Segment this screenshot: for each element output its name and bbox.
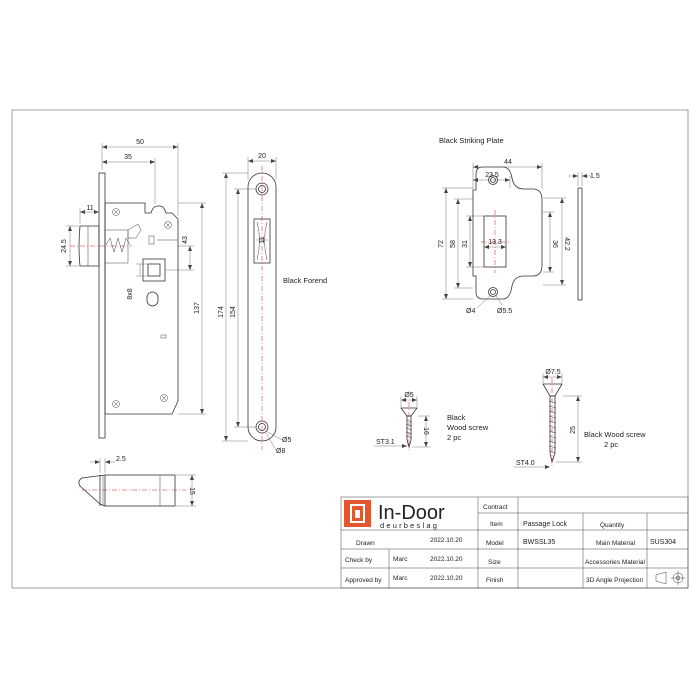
dim-strike-width: 44 — [504, 159, 512, 166]
dim-forend-hole: Ø5 — [282, 437, 291, 444]
tb-drawn-date: 2022.10.20 — [430, 537, 463, 544]
tb-contract-label: Contract — [483, 504, 508, 511]
dim-small-screw-thread: ST3.1 — [376, 439, 395, 446]
dim-strike-right-42: 42.2 — [563, 237, 570, 251]
dim-spindle: 8x8 — [127, 288, 134, 299]
dim-strike-slot-height: 31 — [462, 240, 469, 248]
tb-size-label: Size — [488, 559, 501, 566]
tb-projection-label: 3D Angle Projection — [586, 577, 643, 584]
dim-latch-height: 24.5 — [61, 239, 68, 253]
dim-small-screw-head: Ø5 — [404, 392, 413, 399]
tb-check-label: Check by — [345, 557, 373, 564]
spindle-follower — [142, 258, 166, 282]
tb-model-value: BWSSL35 — [523, 539, 555, 546]
small-screw-label-2: Wood screw — [447, 423, 489, 432]
dim-strike-half-width: 23.5 — [485, 172, 499, 179]
dim-strike-height: 72 — [438, 240, 445, 248]
large-screw-label-2: 2 pc — [604, 440, 618, 449]
tb-item-label: Item — [490, 521, 503, 528]
dim-body-height: 137 — [194, 302, 201, 314]
tb-main-material-value: SUS304 — [650, 539, 676, 546]
large-screw-head — [542, 383, 563, 397]
dim-forend-countersink: Ø8 — [276, 448, 285, 455]
lock-forend-strip — [98, 172, 106, 439]
tb-model-label: Model — [486, 540, 504, 547]
dim-forend-slot: 11 — [259, 236, 266, 243]
tb-approved-name: Marc — [393, 575, 408, 582]
dim-latch-throw: 11 — [86, 205, 93, 212]
latch-spring — [105, 237, 131, 253]
large-screw-shank — [549, 395, 556, 464]
tb-quantity-label: Quantity — [600, 522, 625, 529]
dim-strike-hole: Ø4 — [466, 308, 475, 315]
forend-latch-slot — [253, 218, 271, 264]
dim-small-screw-length: 16 — [422, 427, 429, 435]
forend-view: 20 11 174 154 Ø5 Ø8 Black Forend — [218, 153, 327, 455]
dim-large-screw-thread: ST4.0 — [516, 460, 535, 467]
tb-approved-date: 2022.10.20 — [430, 575, 463, 582]
small-screw-label-3: 2 pc — [447, 433, 461, 442]
dim-strike-slot-width: 13.3 — [488, 239, 502, 246]
logo-subtitle: deurbeslag — [380, 521, 439, 530]
tb-check-name: Marc — [393, 556, 408, 563]
forend-label: Black Forend — [283, 276, 327, 285]
tb-approved-label: Approved by — [345, 577, 382, 584]
projection-symbol-icon — [655, 571, 685, 585]
lock-case — [104, 202, 179, 415]
tb-finish-label: Finish — [486, 577, 504, 584]
dim-strike-right-36: 36 — [551, 240, 558, 248]
dim-latch-side-height: 15 — [188, 487, 195, 495]
dim-backset: 35 — [124, 154, 132, 161]
case-screws — [112, 208, 172, 408]
dim-latch-tip: 2.5 — [116, 456, 126, 463]
logo-name: In-Door — [378, 502, 445, 524]
large-screw-label-1: Black Wood screw — [584, 430, 646, 439]
dim-forend-screw-distance: 154 — [230, 306, 237, 318]
dim-forend-width: 20 — [258, 153, 266, 160]
striking-plate-label: Black Striking Plate — [439, 136, 504, 145]
in-door-logo: In-Door deurbeslag — [344, 500, 445, 530]
latch-side-view: 2.5 15 — [78, 456, 196, 507]
small-wood-screw: Ø5 16 ST3.1 Black Wood screw 2 pc — [374, 392, 489, 452]
tb-item-value: Passage Lock — [523, 521, 567, 528]
small-screw-label-1: Black — [447, 413, 466, 422]
latch-side-body — [104, 474, 176, 507]
spindle-square — [147, 263, 161, 277]
tb-drawn-label: Drawn — [356, 540, 375, 547]
large-wood-screw: Ø7.5 25 ST4.0 Black Wood screw 2 pc — [514, 369, 646, 469]
dim-latch-to-spindle: 43 — [182, 236, 189, 244]
dim-strike-inner-height: 58 — [450, 240, 457, 248]
dim-large-screw-length: 25 — [570, 426, 577, 434]
lock-body-front-view: 50 35 11 24.5 43 137 8x8 — [61, 139, 206, 439]
small-screw-shank — [406, 415, 412, 449]
striking-plate-view: Black Striking Plate 44 23.5 72 58 — [438, 136, 600, 315]
tb-accessories-label: Accessories Material — [585, 559, 646, 566]
tb-main-material-label: Main Material — [596, 540, 636, 547]
dim-forend-length: 174 — [218, 306, 225, 318]
latch-bolt — [78, 225, 100, 267]
tb-check-date: 2022.10.20 — [430, 556, 463, 563]
title-block: In-Door deurbeslag Contract Item Passage… — [340, 496, 689, 589]
dim-overall-width: 50 — [136, 139, 144, 146]
dim-strike-countersink: Ø5.5 — [497, 308, 512, 315]
latch-side-bolt — [78, 474, 106, 507]
striking-plate-outline — [472, 166, 543, 300]
dim-large-screw-head: Ø7.5 — [545, 369, 560, 376]
keyhole — [146, 291, 159, 307]
strike-hole-bottom — [488, 287, 498, 297]
dim-strike-thickness: 1.5 — [590, 173, 600, 180]
